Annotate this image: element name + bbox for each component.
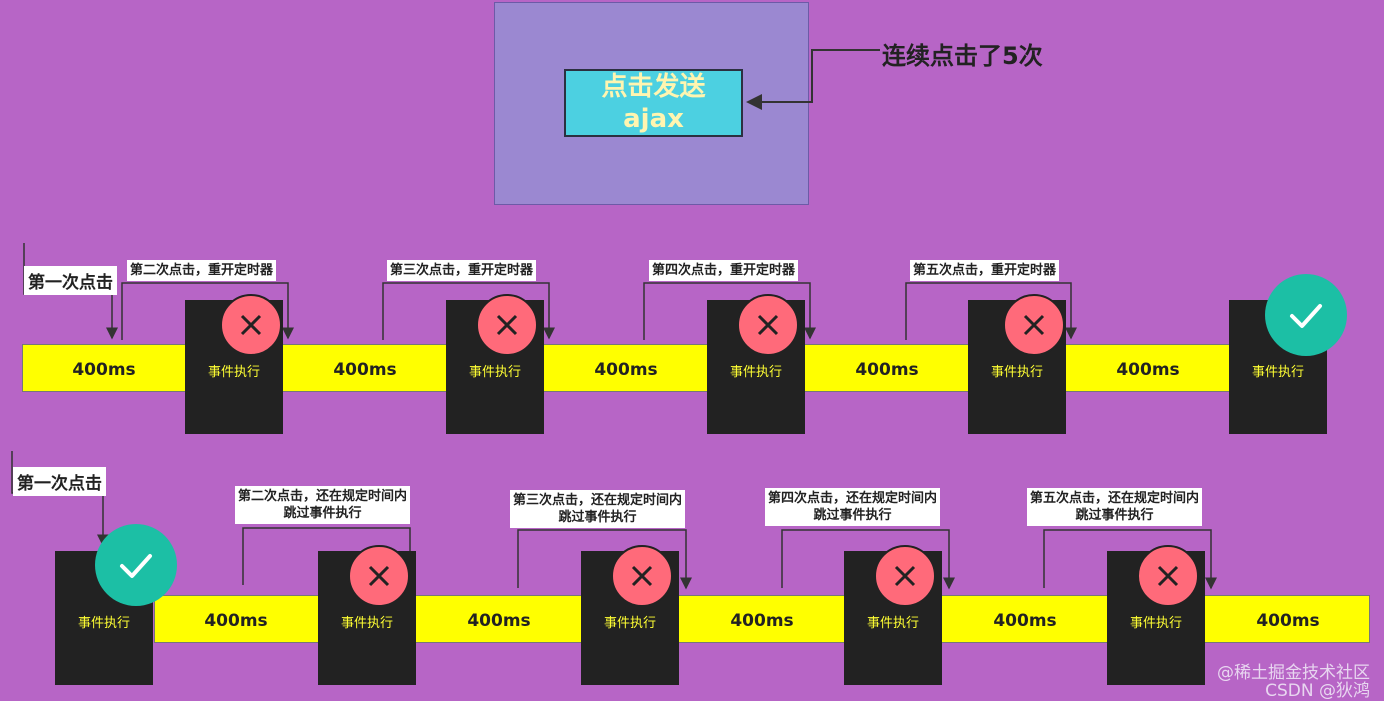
row2-skip-arrow-2	[517, 529, 692, 590]
row1-first-click-label: 第一次点击	[24, 266, 117, 295]
row2-duration-1: 400ms	[204, 611, 268, 631]
row1-restart-arrow-2	[382, 282, 555, 340]
row2-duration-3: 400ms	[730, 611, 794, 631]
cancel-icon	[348, 545, 410, 607]
row2-event-label-5: 事件执行	[1129, 616, 1182, 631]
row1-restart-arrow-1	[121, 282, 294, 340]
check-icon	[95, 524, 177, 606]
cancel-icon	[220, 294, 282, 356]
check-icon	[1265, 274, 1347, 356]
row2-skip-label-2: 第三次点击，还在规定时间内 跳过事件执行	[510, 490, 686, 528]
row1-restart-label-3: 第四次点击，重开定时器	[649, 260, 799, 281]
watermark-line2: CSDN @狄鸿	[1265, 681, 1370, 701]
row1-event-label-5: 事件执行	[1251, 365, 1304, 380]
skip-label-line1: 第五次点击，还在规定时间内	[1030, 491, 1200, 506]
row1-duration-4: 400ms	[855, 360, 919, 380]
row1-restart-label-4: 第五次点击，重开定时器	[910, 260, 1060, 281]
row2-first-click-arrow	[11, 451, 109, 547]
watermark-line1: @稀土掘金技术社区	[1217, 663, 1370, 683]
row1-duration-5: 400ms	[1116, 360, 1180, 380]
row1-event-label-3: 事件执行	[729, 365, 782, 380]
cancel-icon	[611, 545, 673, 607]
row1-event-label-2: 事件执行	[468, 365, 521, 380]
row2-event-label-3: 事件执行	[603, 616, 656, 631]
row2-skip-label-3: 第四次点击，还在规定时间内 跳过事件执行	[765, 488, 941, 526]
skip-label-line2: 跳过事件执行	[558, 510, 637, 525]
skip-label-line1: 第二次点击，还在规定时间内	[238, 489, 408, 504]
row1-restart-arrow-4	[905, 282, 1077, 340]
skip-label-line1: 第三次点击，还在规定时间内	[513, 493, 683, 508]
skip-label-line1: 第四次点击，还在规定时间内	[768, 491, 938, 506]
row1-event-label-4: 事件执行	[990, 365, 1043, 380]
row1-duration-3: 400ms	[594, 360, 658, 380]
send-ajax-label-line2: ajax	[623, 104, 684, 134]
row2-skip-label-4: 第五次点击，还在规定时间内 跳过事件执行	[1027, 488, 1203, 526]
caption-arrow	[746, 49, 880, 110]
row1-duration-1: 400ms	[72, 360, 136, 380]
row2-event-label-2: 事件执行	[340, 616, 393, 631]
cancel-icon	[1003, 294, 1065, 356]
row2-duration-4: 400ms	[993, 611, 1057, 631]
cancel-icon	[874, 545, 936, 607]
row2-first-click-label: 第一次点击	[13, 467, 106, 496]
cancel-icon	[737, 294, 799, 356]
row2-skip-label-1: 第二次点击，还在规定时间内 跳过事件执行	[235, 486, 411, 524]
send-ajax-label-line1: 点击发送	[601, 72, 706, 102]
row2-event-label-4: 事件执行	[866, 616, 919, 631]
row2-duration-5: 400ms	[1256, 611, 1320, 631]
skip-label-line2: 跳过事件执行	[1075, 508, 1154, 523]
row1-restart-arrow-3	[643, 282, 816, 340]
row1-event-label-1: 事件执行	[207, 365, 260, 380]
cancel-icon	[476, 294, 538, 356]
cancel-icon	[1137, 545, 1199, 607]
row1-restart-label-2: 第三次点击，重开定时器	[387, 260, 537, 281]
row1-restart-label-1: 第二次点击，重开定时器	[127, 260, 277, 281]
row2-skip-arrow-4	[1043, 529, 1217, 590]
skip-label-line2: 跳过事件执行	[283, 506, 362, 521]
click-count-caption: 连续点击了5次	[882, 42, 1043, 70]
row2-event-label-1: 事件执行	[77, 616, 130, 631]
row2-duration-2: 400ms	[467, 611, 531, 631]
row2-skip-arrow-3	[781, 529, 955, 590]
skip-label-line2: 跳过事件执行	[813, 508, 892, 523]
send-ajax-button[interactable]: 点击发送 ajax	[564, 69, 743, 137]
row1-duration-2: 400ms	[333, 360, 397, 380]
